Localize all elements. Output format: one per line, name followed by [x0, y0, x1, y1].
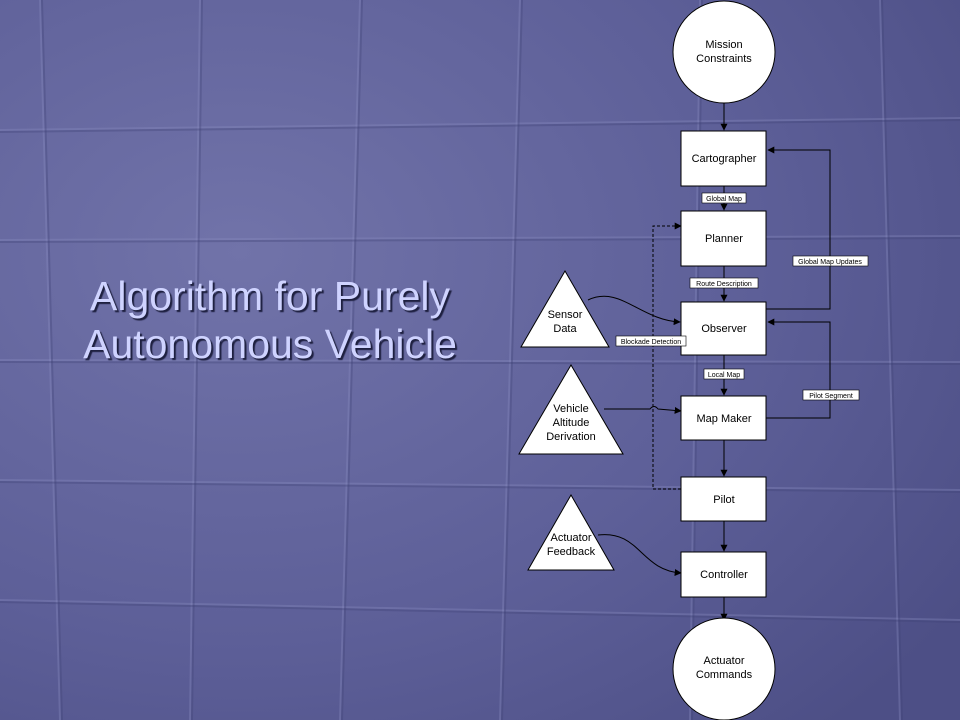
- edge-pilot-segment: [766, 318, 831, 419]
- svg-text:Actuator: Actuator: [704, 655, 745, 667]
- actuator-commands-line-2: Commands: [696, 669, 753, 681]
- mission-constraints-line-1: Mission: [705, 39, 742, 51]
- svg-text:Vehicle: Vehicle: [553, 403, 588, 415]
- route-description-label: Route Description: [696, 281, 752, 288]
- edge-label-pilot-segment: Pilot Segment: [802, 389, 860, 401]
- node-mission-constraints: Mission Constraints: [672, 0, 776, 104]
- actuator-feedback-line-2: Feedback: [547, 546, 596, 558]
- node-observer: Observer: [680, 301, 767, 356]
- edge-vehicle-to-mapmaker: [604, 406, 682, 414]
- node-actuator-commands: Actuator Commands: [672, 617, 776, 720]
- pilot-segment-label: Pilot Segment: [809, 393, 853, 400]
- node-planner: Planner: [680, 210, 767, 267]
- svg-text:Constraints: Constraints: [696, 53, 752, 65]
- svg-text:Commands: Commands: [696, 669, 753, 681]
- actuator-feedback-line-1: Actuator: [551, 532, 592, 544]
- edge-sensor-to-observer: [587, 295, 681, 326]
- edge-label-global-map: Global Map: [701, 192, 747, 204]
- slide-title: Algorithm for Purely Autonomous Vehicle: [40, 272, 500, 368]
- edge-feedback-to-controller: [597, 534, 682, 577]
- vehicle-line-2: Altitude: [553, 417, 590, 429]
- node-cartographer: Cartographer: [680, 130, 767, 187]
- edge-pilot-to-planner-dashed: [652, 222, 682, 490]
- vehicle-line-1: Vehicle: [553, 403, 588, 415]
- local-map-label: Local Map: [708, 372, 740, 379]
- sensor-data-line-1: Sensor: [548, 309, 583, 321]
- svg-text:Mission: Mission: [705, 39, 742, 51]
- main-flow-edges: [587, 103, 831, 621]
- svg-text:Data: Data: [553, 323, 577, 335]
- edge-label-blockade-detection: Blockade Detection: [615, 335, 687, 347]
- controller-label: Controller: [700, 569, 748, 581]
- slide-title-line-1: Algorithm for Purely: [89, 273, 450, 319]
- observer-label: Observer: [701, 323, 747, 335]
- svg-text:Altitude: Altitude: [553, 417, 590, 429]
- node-pilot: Pilot: [680, 476, 767, 522]
- edge-global-map-updates: [766, 146, 831, 310]
- sensor-data-line-2: Data: [553, 323, 577, 335]
- edge-label-route-description: Route Description: [689, 277, 759, 289]
- actuator-commands-line-1: Actuator: [704, 655, 745, 667]
- mission-constraints-line-2: Constraints: [696, 53, 752, 65]
- slide-title-line-2: Autonomous Vehicle: [83, 321, 457, 367]
- map-maker-label: Map Maker: [696, 413, 751, 425]
- svg-text:Derivation: Derivation: [546, 431, 596, 443]
- pilot-label: Pilot: [713, 494, 734, 506]
- cartographer-label: Cartographer: [692, 153, 757, 165]
- global-map-updates-label: Global Map Updates: [798, 259, 862, 266]
- svg-text:Actuator: Actuator: [551, 532, 592, 544]
- node-vehicle-altitude-derivation: Vehicle Altitude Derivation: [518, 364, 624, 455]
- svg-text:Feedback: Feedback: [547, 546, 596, 558]
- svg-text:Sensor: Sensor: [548, 309, 583, 321]
- node-sensor-data: Sensor Data: [520, 270, 610, 348]
- node-map-maker: Map Maker: [680, 395, 767, 441]
- global-map-label: Global Map: [706, 196, 742, 203]
- vehicle-line-3: Derivation: [546, 431, 596, 443]
- edge-label-local-map: Local Map: [703, 368, 745, 380]
- node-controller: Controller: [680, 551, 767, 598]
- planner-label: Planner: [705, 233, 743, 245]
- blockade-detection-label: Blockade Detection: [621, 339, 681, 346]
- node-actuator-feedback: Actuator Feedback: [527, 493, 615, 571]
- edge-label-global-map-updates: Global Map Updates: [792, 255, 869, 267]
